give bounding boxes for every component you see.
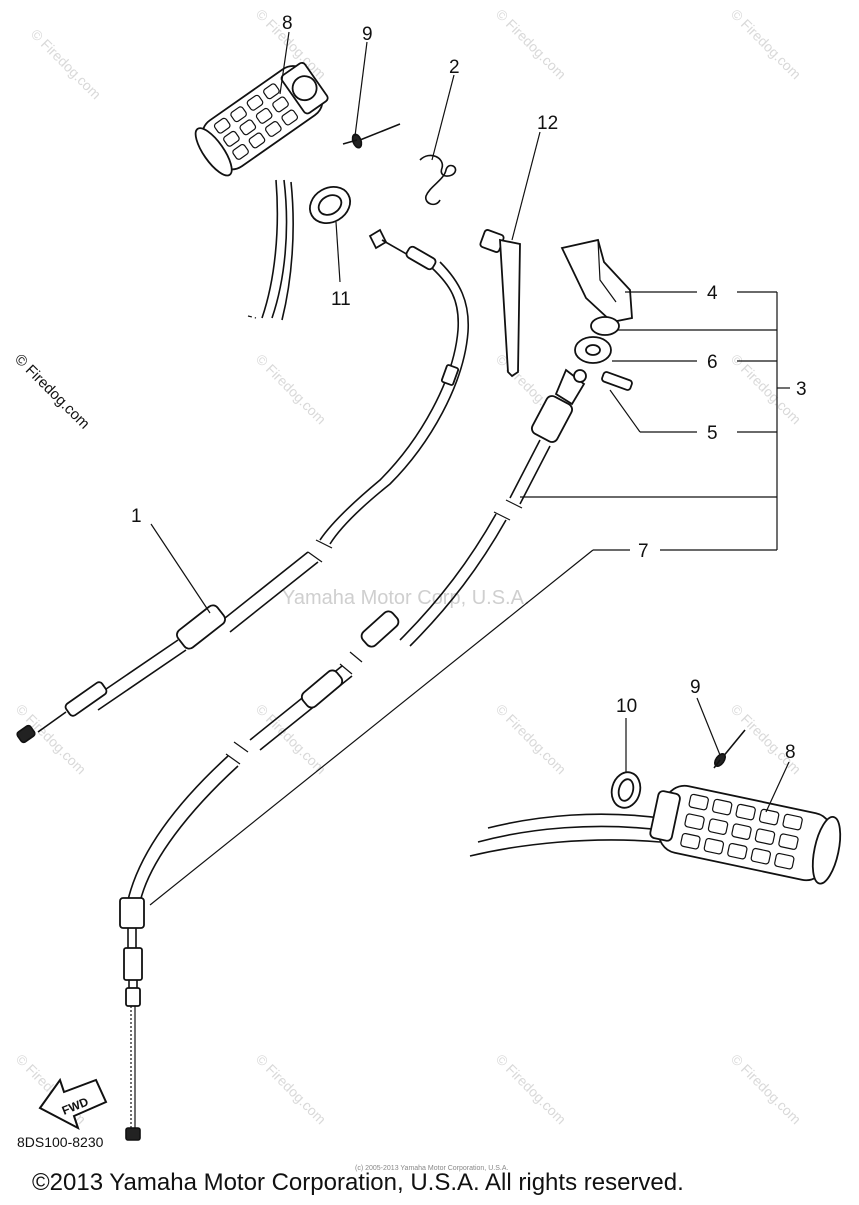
collar-10 <box>610 771 642 809</box>
cable-tie-12 <box>479 229 521 378</box>
watermark: © Firedog.com <box>728 6 804 82</box>
watermark: © Firedog.com <box>28 26 104 102</box>
fwd-arrow: FWD <box>38 1077 108 1131</box>
callout-label: 1 <box>131 506 142 527</box>
callout-label: 7 <box>638 541 649 562</box>
washer-parts-6 <box>574 316 620 364</box>
callout-label: 2 <box>449 57 460 78</box>
side-watermark: © Firedog.com <box>11 351 93 433</box>
watermark: © Firedog.com <box>728 351 804 427</box>
grip-right <box>469 784 842 885</box>
watermark: © Firedog.com <box>253 351 329 427</box>
watermark: © Firedog.com <box>728 701 804 777</box>
callout-label: 11 <box>331 289 351 310</box>
callout-numbers: 8 9 2 12 11 4 6 3 5 1 7 10 9 8 <box>131 13 807 763</box>
callout-label: 8 <box>282 13 293 34</box>
lever-4 <box>560 238 633 323</box>
callout-label: 9 <box>362 24 373 45</box>
watermark: © Firedog.com <box>493 1051 569 1127</box>
callout-label: 12 <box>537 113 558 134</box>
center-watermark: Yamaha Motor Corp, U.S.A. <box>282 587 530 609</box>
part-code: 8DS100-8230 <box>17 1134 104 1150</box>
watermark: © Firedog.com <box>253 1051 329 1127</box>
watermark: © Firedog.com <box>493 701 569 777</box>
clip-2 <box>419 154 457 206</box>
cable-1 <box>16 228 470 744</box>
pin-5 <box>601 371 633 391</box>
pin-9-lower <box>713 729 746 769</box>
callout-label: 10 <box>616 696 637 717</box>
grip-left <box>194 61 329 321</box>
pin-9-upper <box>342 123 401 149</box>
collar-11 <box>309 186 351 224</box>
callout-label: 3 <box>796 379 807 400</box>
watermark: © Firedog.com <box>728 1051 804 1127</box>
callout-label: 6 <box>707 352 718 373</box>
callout-label: 8 <box>785 742 796 763</box>
callout-label: 9 <box>690 677 701 698</box>
watermark: © Firedog.com <box>253 701 329 777</box>
copyright: ©2013 Yamaha Motor Corporation, U.S.A. A… <box>32 1169 684 1196</box>
watermark: © Firedog.com <box>493 6 569 82</box>
cable-7 <box>119 368 587 1141</box>
callout-label: 4 <box>707 283 718 304</box>
callout-label: 5 <box>707 423 718 444</box>
leader-lines <box>149 31 790 906</box>
tiny-notice: (c) 2005-2013 Yamaha Motor Corporation, … <box>355 1165 508 1172</box>
